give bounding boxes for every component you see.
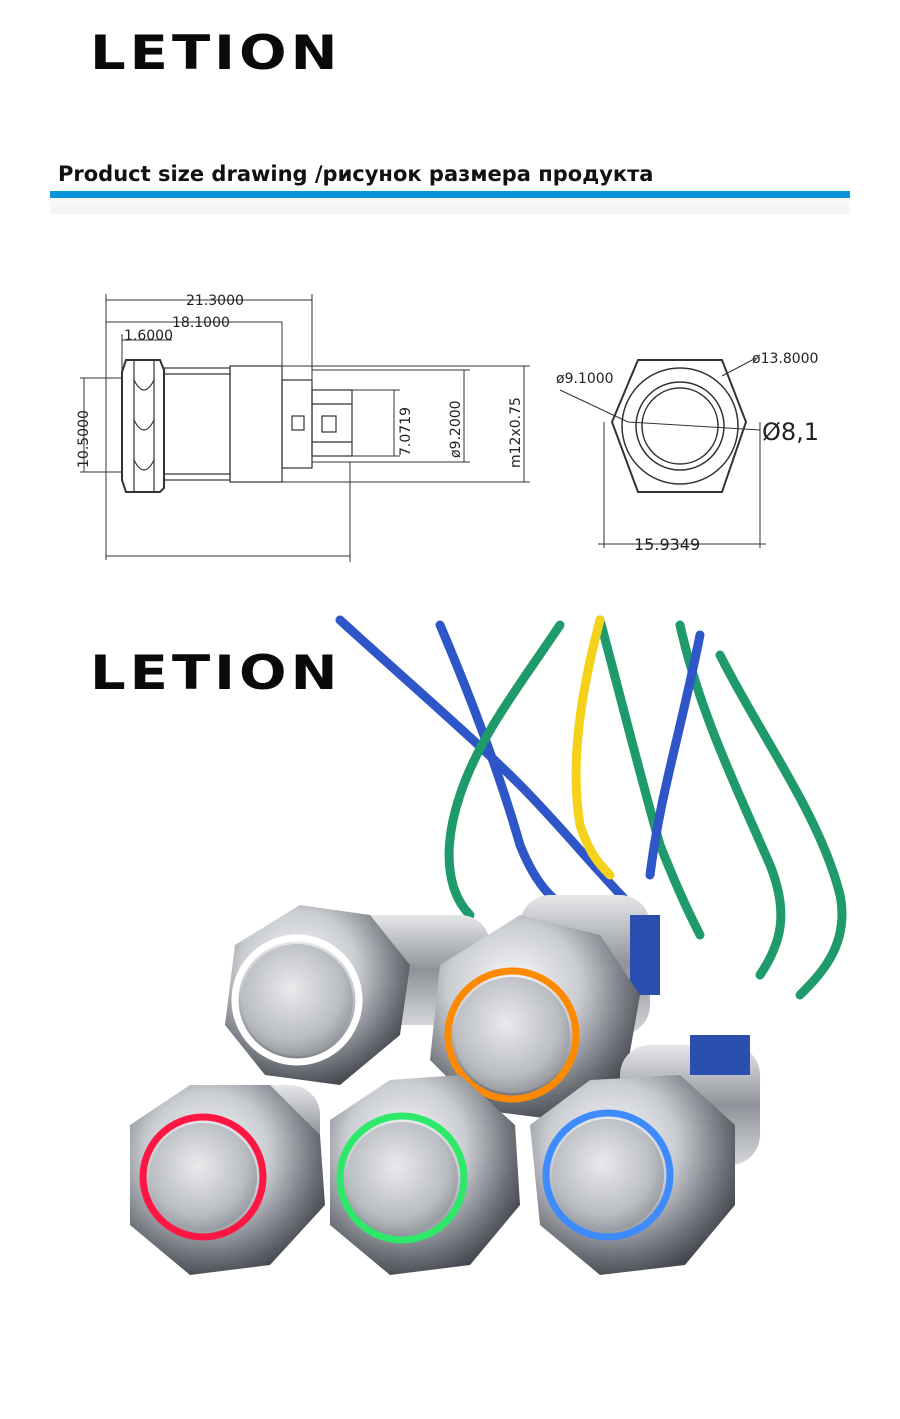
dim-terminal-height: 7.0719	[398, 407, 414, 456]
wire-green-2	[595, 615, 705, 940]
brand-logo-photo: LETION	[90, 645, 342, 701]
led-ring-blue	[542, 1109, 674, 1241]
dim-head-diameter: 10.5000	[76, 410, 92, 468]
switch-red	[130, 1085, 325, 1275]
wire-green-1	[444, 620, 565, 920]
led-ring-red	[139, 1113, 267, 1241]
led-ring-white	[231, 934, 363, 1066]
dim-length-body: 18.1000	[172, 315, 230, 331]
switch-blue	[530, 1035, 760, 1275]
section-divider	[50, 191, 850, 198]
dim-button-diameter: Ø8,1	[762, 418, 819, 446]
dim-length-total: 21.3000	[186, 293, 244, 309]
switch-green	[330, 1075, 520, 1275]
section-title: Product size drawing /рисунок размера пр…	[58, 162, 654, 186]
wire-green-4	[715, 650, 847, 1000]
wire-blue-1	[335, 615, 645, 920]
wire-blue-3	[645, 630, 705, 880]
dim-hex-diameter: ø13.8000	[752, 351, 818, 367]
dim-ring-diameter: ø9.1000	[556, 371, 614, 387]
wire-green-3	[675, 620, 786, 980]
section-header: Product size drawing /рисунок размера пр…	[50, 150, 850, 214]
led-ring-orange	[444, 967, 580, 1103]
led-ring-green	[336, 1112, 468, 1244]
dim-width-across: 15.9349	[634, 535, 700, 554]
switch-orange	[430, 895, 660, 1120]
product-photo	[130, 615, 847, 1275]
size-drawing: 21.3000 18.1000 1.6000 10.5000 7.0719 ø9…	[76, 293, 819, 562]
dim-bore-diameter: ø9.2000	[448, 400, 464, 458]
dim-thread: m12x0.75	[508, 397, 524, 468]
dim-head-height: 1.6000	[124, 328, 173, 344]
brand-logo: LETION	[90, 25, 342, 81]
wire-yellow	[571, 615, 615, 880]
